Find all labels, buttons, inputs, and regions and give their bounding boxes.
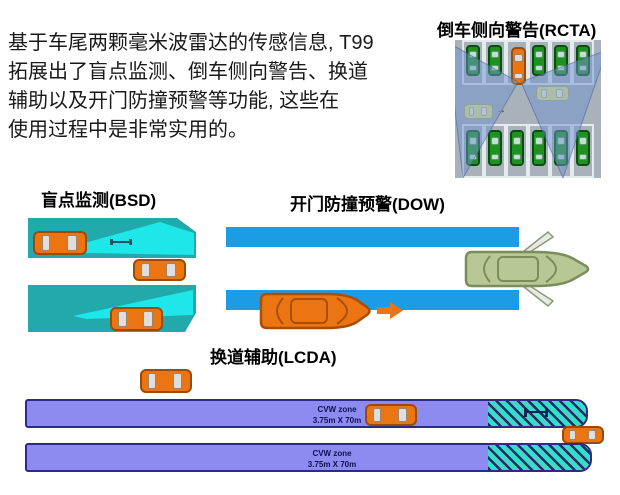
dow-parked-car-open-doors [464, 230, 590, 308]
parked-car [532, 45, 546, 76]
distance-marker [110, 239, 132, 245]
cvw-zone-label-line2: 3.75m X 70m [312, 416, 362, 425]
bsd-zone-bottom [73, 290, 193, 319]
parked-car [532, 130, 546, 166]
distance-marker [524, 408, 548, 417]
ego-car-reversing [511, 47, 526, 85]
lcda-overtaking-car [562, 426, 604, 444]
dow-lane-line-top [226, 227, 519, 247]
dow-title: 开门防撞预警(DOW) [290, 195, 445, 214]
intro-line-2: 拓展出了盲点监测、倒车侧向警告、换道 [8, 61, 368, 83]
lcda-free-car [140, 369, 192, 393]
parked-car [488, 45, 502, 76]
crossing-car-left [464, 104, 493, 119]
cvw-zone-label: CVW zone 3.75m X 70m [272, 404, 402, 426]
cvw-zone-label-line2: 3.75m X 70m [307, 460, 357, 469]
warning-hatch-zone [488, 401, 586, 426]
bsd-title: 盲点监测(BSD) [41, 191, 157, 210]
open-door-top [522, 230, 555, 253]
cvw-zone-label: CVW zone 3.75m X 70m [267, 448, 397, 470]
parked-car [554, 130, 568, 166]
parked-car [576, 45, 590, 76]
parked-car [576, 130, 590, 166]
parked-car [466, 45, 480, 76]
lcda-car-in-zone [365, 404, 417, 426]
cvw-zone-label-line1: CVW zone [312, 449, 352, 458]
intro-line-3: 辅助以及开门防撞预警等功能, 这些在 [8, 90, 340, 112]
crossing-car-right [536, 86, 569, 101]
intro-line-4: 使用过程中是非常实用的。 [8, 119, 248, 141]
rcta-parking-lot: → [455, 40, 601, 178]
warning-hatch-zone [488, 445, 590, 470]
parked-car [554, 45, 568, 76]
parked-car [488, 130, 502, 166]
cvw-zone-band-top: CVW zone 3.75m X 70m [25, 399, 588, 428]
dow-approaching-car [259, 292, 371, 330]
bsd-ego-car [33, 231, 87, 255]
intro-line-1: 基于车尾两颗毫米波雷达的传感信息, T99 [8, 32, 374, 54]
open-door-bottom [522, 285, 555, 308]
motion-arrow-icon: → [496, 105, 506, 116]
bsd-passing-car [133, 259, 186, 281]
bsd-lanes [28, 218, 196, 332]
cvw-zone-label-line1: CVW zone [317, 405, 357, 414]
bsd-zone-top [70, 222, 194, 255]
lcda-title: 换道辅助(LCDA) [210, 348, 337, 367]
bsd-blindspot-car [110, 307, 163, 331]
cvw-zone-band-bottom: CVW zone 3.75m X 70m [25, 443, 592, 472]
rcta-title: 倒车侧向警告(RCTA) [437, 21, 597, 40]
parked-car [466, 130, 480, 166]
direction-arrow-icon [377, 302, 403, 319]
parked-car [510, 130, 524, 166]
